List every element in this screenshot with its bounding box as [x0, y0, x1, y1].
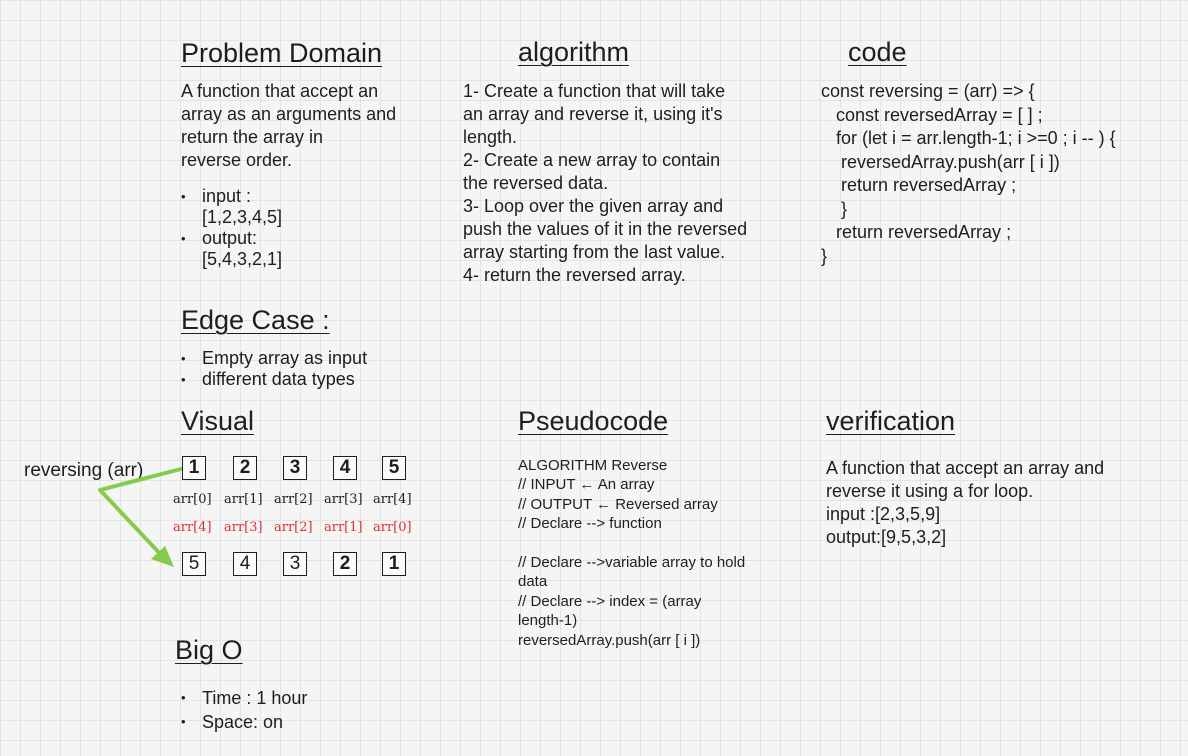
problem-domain-description: A function that accept an array as an ar… — [181, 81, 397, 170]
input-index-label: arr[1] — [224, 492, 263, 507]
input-index-label: arr[3] — [324, 492, 363, 507]
code-title: code — [848, 37, 907, 67]
input-index-label: arr[4] — [373, 492, 412, 507]
input-index-label: arr[2] — [274, 492, 313, 507]
verification-title: verification — [826, 406, 956, 436]
input-box: 5 — [382, 456, 406, 480]
input-index-label: arr[0] — [173, 492, 212, 507]
input-box: 2 — [233, 456, 257, 480]
algorithm-title: algorithm — [518, 37, 630, 67]
code-block: const reversing = (arr) => { const rever… — [821, 81, 1116, 266]
pseudocode-text: ALGORITHM Reverse // INPUT ← An array //… — [518, 457, 746, 649]
output-box: 3 — [283, 552, 307, 576]
algorithm-text: 1- Create a function that will take an a… — [463, 81, 748, 285]
edge-case-item: different data types — [181, 369, 421, 390]
big-o-bullets: Time : 1 hour Space: on — [181, 686, 381, 734]
input-box: 1 — [182, 456, 206, 480]
edge-case-item: Empty array as input — [181, 348, 421, 369]
output-box: 5 — [182, 552, 206, 576]
verification-text: A function that accept an array and reve… — [826, 458, 1105, 547]
output-box: 4 — [233, 552, 257, 576]
space-complexity: Space: on — [181, 710, 381, 734]
output-box: 1 — [382, 552, 406, 576]
problem-domain-title: Problem Domain — [181, 38, 383, 68]
input-box: 4 — [333, 456, 357, 480]
output-box: 2 — [333, 552, 357, 576]
reversed-index-label: arr[4] — [173, 520, 212, 535]
function-label: reversing (arr) — [24, 460, 144, 481]
reversed-index-label: arr[0] — [373, 520, 412, 535]
reversed-index-label: arr[3] — [224, 520, 263, 535]
pseudocode-title: Pseudocode — [518, 406, 669, 436]
reversed-index-label: arr[1] — [324, 520, 363, 535]
input-bullet: input : [1,2,3,4,5] — [181, 186, 381, 228]
edge-case-title: Edge Case : — [181, 305, 330, 335]
visual-title: Visual — [181, 406, 255, 436]
input-box: 3 — [283, 456, 307, 480]
big-o-title: Big O — [175, 635, 243, 665]
reversed-index-label: arr[2] — [274, 520, 313, 535]
problem-domain-bullets: input : [1,2,3,4,5] output: [5,4,3,2,1] — [181, 186, 381, 270]
time-complexity: Time : 1 hour — [181, 686, 381, 710]
edge-case-bullets: Empty array as input different data type… — [181, 348, 421, 390]
arrow-head — [151, 546, 174, 567]
output-bullet: output: [5,4,3,2,1] — [181, 228, 381, 270]
